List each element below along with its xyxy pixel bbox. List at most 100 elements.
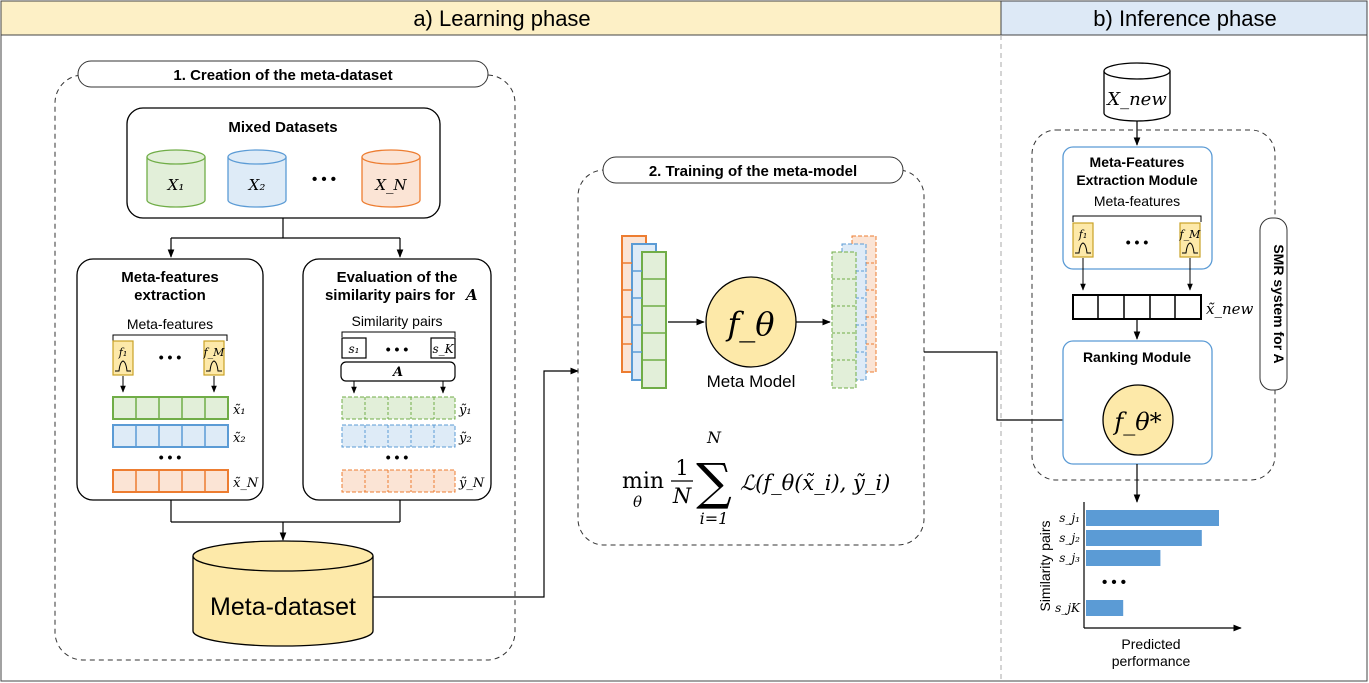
ranking-bar-label-1: s_j₁ xyxy=(1059,511,1080,525)
objective-sum-top: N xyxy=(706,428,722,447)
vector-x1-label: x̃₁ xyxy=(233,403,246,418)
dataset-2-cylinder: X₂ xyxy=(227,149,287,208)
mfe-module-ellipsis: • • • xyxy=(1126,234,1149,250)
inference-feature-f1-label: f₁ xyxy=(1078,228,1087,241)
meta-model-label: Meta Model xyxy=(707,372,796,391)
vector-x-new-label: x̃_new xyxy=(1206,300,1253,318)
sim-bracket xyxy=(341,331,456,337)
objective-frac-num: 1 xyxy=(675,456,688,480)
meta-model-symbol: f_θ xyxy=(725,305,774,343)
ranking-bar-label-3: s_j₃ xyxy=(1059,551,1080,565)
mfe-bracket xyxy=(112,334,228,341)
ranking-bar-1 xyxy=(1086,510,1219,526)
mfe-title-line1: Meta-features xyxy=(121,269,219,286)
algorithm-a-label: A xyxy=(391,365,403,380)
objective-min: min xyxy=(622,469,664,494)
pair-s1-label: s₁ xyxy=(349,342,360,356)
objective-frac-den: N xyxy=(672,484,692,508)
inference-feature-fm-icon: f_M xyxy=(1179,222,1202,258)
sim-title-line2: similarity pairs for xyxy=(325,287,455,304)
vector-x1 xyxy=(112,396,229,420)
target-yn xyxy=(341,469,456,493)
meta-dataset-cylinder: Meta-dataset xyxy=(192,540,374,647)
ranking-bar-4 xyxy=(1086,600,1124,616)
vector-x2-label: x̃₂ xyxy=(233,431,246,446)
ranking-bar-label-2: s_j₂ xyxy=(1059,531,1080,545)
feature-f1-icon: f₁ xyxy=(112,340,134,376)
inference-phase-header xyxy=(1000,0,1368,36)
objective-body: ℒ(f_θ(x̃_i), ỹ_i) xyxy=(740,471,890,495)
smr-system-label-box xyxy=(1259,217,1288,391)
pair-sk-box: s_K xyxy=(430,337,456,359)
learning-phase-header xyxy=(0,0,1002,36)
ranking-bar-2 xyxy=(1086,530,1202,546)
x-new-label: X_new xyxy=(1105,89,1167,110)
objective-sum-sign: ∑ xyxy=(696,453,732,511)
mfe-module-bracket xyxy=(1072,215,1202,222)
merge-connector xyxy=(170,500,401,541)
dataset-2-label: X₂ xyxy=(248,176,266,194)
ranking-bar-label-4: s_jK xyxy=(1055,601,1081,615)
header-bar: a) Learning phase b) Inference phase xyxy=(0,0,1368,36)
x-new-cylinder: X_new xyxy=(1103,62,1171,122)
vector-x-new xyxy=(1072,294,1202,320)
learning-phase-title: a) Learning phase xyxy=(413,6,590,31)
sim-title-line1: Evaluation of the xyxy=(337,269,458,286)
sim-label: Similarity pairs xyxy=(351,313,442,329)
pair-s1-box: s₁ xyxy=(341,337,367,359)
vector-xn xyxy=(112,469,229,493)
algorithm-a-box: A xyxy=(340,361,456,382)
chart-x-axis-label-line1: Predicted xyxy=(1121,636,1180,652)
ranking-module-title: Ranking Module xyxy=(1083,349,1191,365)
vector-xn-label: x̃_N xyxy=(233,476,259,491)
mfe-features-ellipsis: • • • xyxy=(159,349,182,365)
pair-sk-label: s_K xyxy=(432,342,454,356)
mfe-module-box xyxy=(1062,146,1213,270)
smr-system-label: SMR system for A xyxy=(1271,244,1287,363)
training-title: 2. Training of the meta-model xyxy=(649,163,857,180)
pairs-ellipsis: • • • xyxy=(386,341,409,357)
ranking-bar-3 xyxy=(1086,550,1161,566)
mfe-module-title-line2: Extraction Module xyxy=(1076,172,1198,188)
dataset-1-label: X₁ xyxy=(167,176,185,194)
ranking-bar-chart: • • • Similarity pairs Predicted perform… xyxy=(1037,502,1242,669)
smr-system-group xyxy=(1031,129,1276,481)
training-title-box xyxy=(602,156,904,184)
dataset-n-label: X_N xyxy=(374,176,407,194)
dataset-1-cylinder: X₁ xyxy=(146,149,206,208)
datasets-ellipsis: • • • xyxy=(312,171,336,188)
training-objective: min θ 1 N N ∑ i=1 ℒ(f_θ(x̃_i), ỹ_i) xyxy=(622,428,890,528)
training-to-ranking-arrow xyxy=(924,351,1103,424)
feature-f1-label: f₁ xyxy=(118,346,127,359)
target-y2 xyxy=(341,424,456,448)
chart-x-axis-label-line2: performance xyxy=(1112,653,1191,669)
meta-model-node: f_θ xyxy=(705,276,797,368)
vector-x2 xyxy=(112,424,229,448)
meta-dataset-to-training-arrow xyxy=(373,367,579,598)
creation-title-box xyxy=(77,60,489,88)
feature-fm-icon: f_M xyxy=(203,340,226,376)
target-y2-label: ỹ₂ xyxy=(458,431,472,446)
inference-feature-f1-icon: f₁ xyxy=(1072,222,1094,258)
target-y1 xyxy=(341,396,456,420)
training-input-stack xyxy=(621,235,667,389)
inference-phase-title: b) Inference phase xyxy=(1093,6,1276,31)
mfe-title-line2: extraction xyxy=(134,287,206,304)
target-yn-label: ỹ_N xyxy=(458,476,485,491)
training-output-stack xyxy=(831,235,877,389)
dataset-n-cylinder: X_N xyxy=(361,149,421,208)
target-y1-label: ỹ₁ xyxy=(458,403,472,418)
mixed-datasets-title: Mixed Datasets xyxy=(228,119,337,136)
targets-ellipsis: • • • xyxy=(386,449,409,465)
mfe-module-label: Meta-features xyxy=(1094,193,1180,209)
ranking-model-node: f_θ* xyxy=(1102,384,1174,456)
outer-frame xyxy=(0,34,1368,682)
vectors-ellipsis: • • • xyxy=(159,449,182,465)
objective-min-sub: θ xyxy=(633,493,642,511)
feature-fm-label: f_M xyxy=(203,346,226,359)
mfe-label: Meta-features xyxy=(127,316,213,332)
creation-title: 1. Creation of the meta-dataset xyxy=(173,67,392,84)
chart-y-axis-label: Similarity pairs xyxy=(1037,520,1053,611)
inference-feature-fm-label: f_M xyxy=(1179,228,1202,241)
